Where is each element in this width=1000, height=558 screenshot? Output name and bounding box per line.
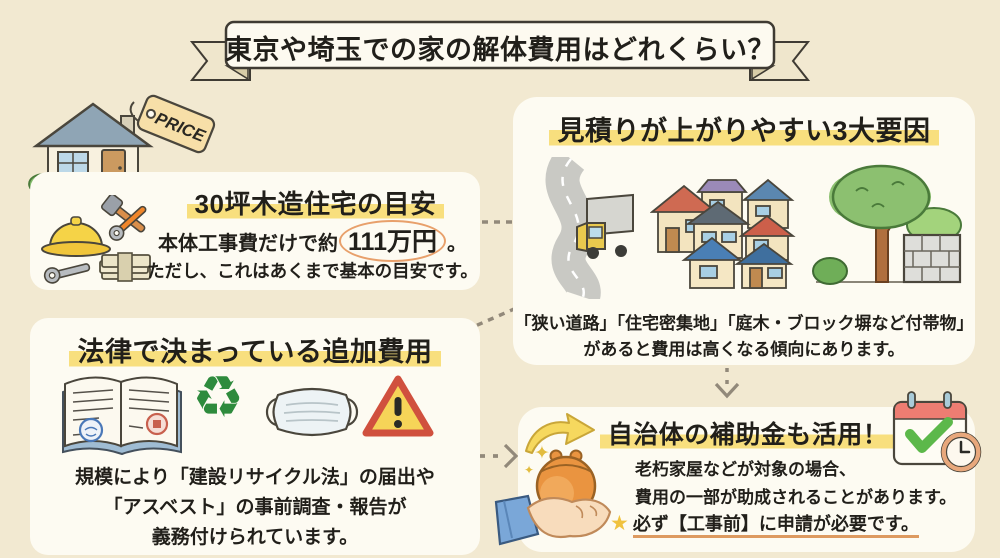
sparkle-icon-large: ✦ [534, 443, 550, 464]
legal-heading: 法律で決まっている追加費用 [30, 330, 480, 369]
title-ribbon [189, 20, 811, 81]
recycle-icon: ♻ [192, 363, 244, 431]
hand-coin-purse-icon [494, 449, 612, 546]
narrow-road-truck-icon [545, 157, 634, 299]
price-tag-icon: PRICE [129, 94, 216, 154]
yellow-arrow-icon [525, 413, 595, 454]
calendar-check-clock-icon [892, 391, 982, 473]
legal-line3: 義務付けられています。 [151, 527, 359, 548]
law-book-icon [62, 376, 182, 456]
subsidy-line3: ★必ず【工事前】に申請が必要です。 [610, 510, 920, 538]
helmet-tools-money-icon [41, 195, 151, 284]
factors-caption-line1: 「狭い道路」「住宅密集地」「庭木・ブロック塀など付帯物」 [514, 314, 974, 333]
factors-heading: 見積りが上がりやすい3大要因 [513, 109, 975, 148]
legal-card: 法律で決まっている追加費用 ♻ [30, 318, 480, 555]
legal-line1: 規模により「建設リサイクル法」の届出や [75, 467, 435, 488]
subsidy-line2: 費用の一部が助成されることがあります。 [635, 488, 957, 507]
dust-mask-icon [265, 387, 359, 437]
estimate-line2: ただし、これはあくまで基本の目安です。 [147, 261, 478, 281]
subsidy-heading: 自治体の補助金も活用！ [592, 415, 904, 451]
factors-card: 見積りが上がりやすい3大要因 [513, 97, 975, 365]
star-icon: ★ [610, 512, 629, 535]
factors-caption-line2: があると費用は高くなる傾向にあります。 [583, 340, 905, 359]
dense-houses-icon [650, 178, 796, 289]
estimate-heading: 30坪木造住宅の目安 [148, 184, 483, 221]
tree-block-wall-icon [812, 164, 962, 285]
sparkle-icon-small: ✦ [524, 463, 535, 477]
page-title: 東京や埼玉での家の解体費用はどれくらい？ [225, 35, 775, 65]
subsidy-line1: 老朽家屋などが対象の場合、 [635, 460, 856, 479]
legal-line2: 「アスベスト」の事前調査・報告が [103, 497, 407, 518]
price-value: 111万円 [339, 220, 446, 262]
warning-triangle-icon [362, 375, 434, 437]
